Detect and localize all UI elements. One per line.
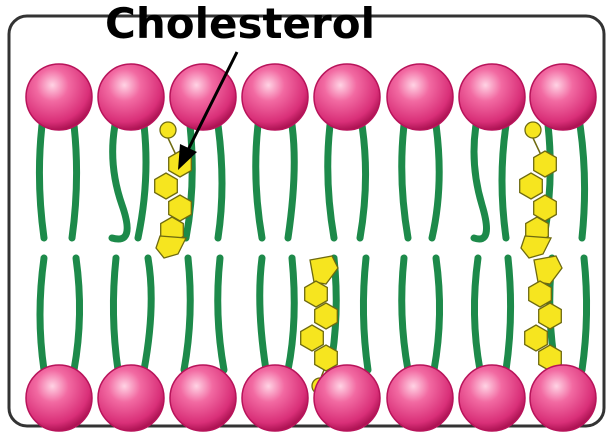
phospholipid-head-top xyxy=(242,64,308,130)
fatty-acid-tail-bottom xyxy=(40,258,44,370)
phospholipid-head-bottom xyxy=(26,365,92,431)
phospholipid-head-top xyxy=(530,64,596,130)
phospholipid-head-bottom xyxy=(314,365,380,431)
fatty-acid-tail-top xyxy=(218,125,222,238)
phospholipid-head-bottom xyxy=(459,365,525,431)
cholesterol-label: Cholesterol xyxy=(105,0,375,48)
phospholipid-head-top xyxy=(98,64,164,130)
phospholipid-head-top xyxy=(459,64,525,130)
phospholipid-head-bottom xyxy=(242,365,308,431)
phospholipid-head-bottom xyxy=(530,365,596,431)
phospholipid-head-bottom xyxy=(387,365,453,431)
phospholipid-head-top xyxy=(26,64,92,130)
phospholipid-head-top xyxy=(387,64,453,130)
phospholipid-head-bottom xyxy=(98,365,164,431)
phospholipid-head-bottom xyxy=(170,365,236,431)
fatty-acid-tail-top xyxy=(502,125,506,238)
phospholipid-head-top xyxy=(314,64,380,130)
